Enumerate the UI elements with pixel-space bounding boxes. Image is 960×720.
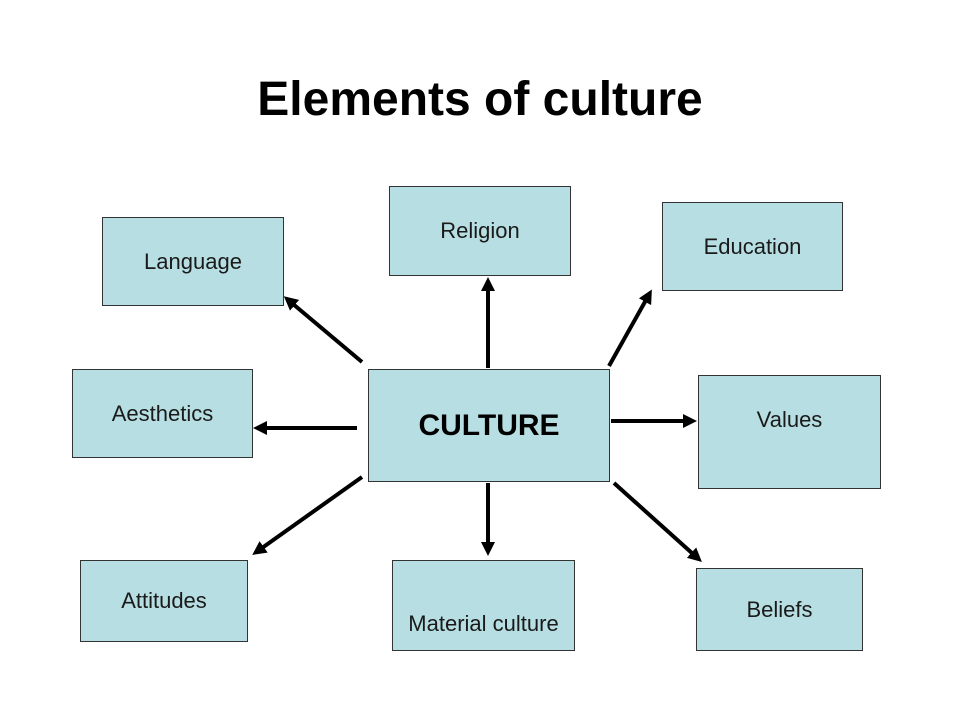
beliefs-box: Beliefs	[696, 568, 863, 651]
material-culture-box: Material culture	[392, 560, 575, 651]
material-culture-label: Material culture	[408, 611, 559, 636]
values-label: Values	[756, 407, 823, 432]
education-box: Education	[662, 202, 843, 291]
aesthetics-label: Aesthetics	[111, 400, 214, 426]
values-box: Values	[698, 375, 881, 489]
attitudes-box: Attitudes	[80, 560, 248, 642]
aesthetics-box: Aesthetics	[72, 369, 253, 458]
religion-label: Religion	[440, 218, 520, 243]
slide-title: Elements of culture	[257, 73, 703, 126]
attitudes-label: Attitudes	[121, 588, 207, 613]
beliefs-label: Beliefs	[746, 596, 813, 622]
language-box: Language	[102, 217, 284, 306]
culture-center-label: CULTURE	[418, 408, 560, 442]
arrow-to-language	[283, 296, 364, 364]
arrow-to-education	[607, 289, 652, 367]
culture-center-box: CULTURE	[368, 369, 610, 482]
language-label: Language	[144, 248, 242, 274]
arrow-to-attitudes	[252, 475, 364, 555]
religion-box: Religion	[389, 186, 571, 276]
education-label: Education	[703, 233, 802, 259]
arrow-to-beliefs	[612, 481, 702, 563]
